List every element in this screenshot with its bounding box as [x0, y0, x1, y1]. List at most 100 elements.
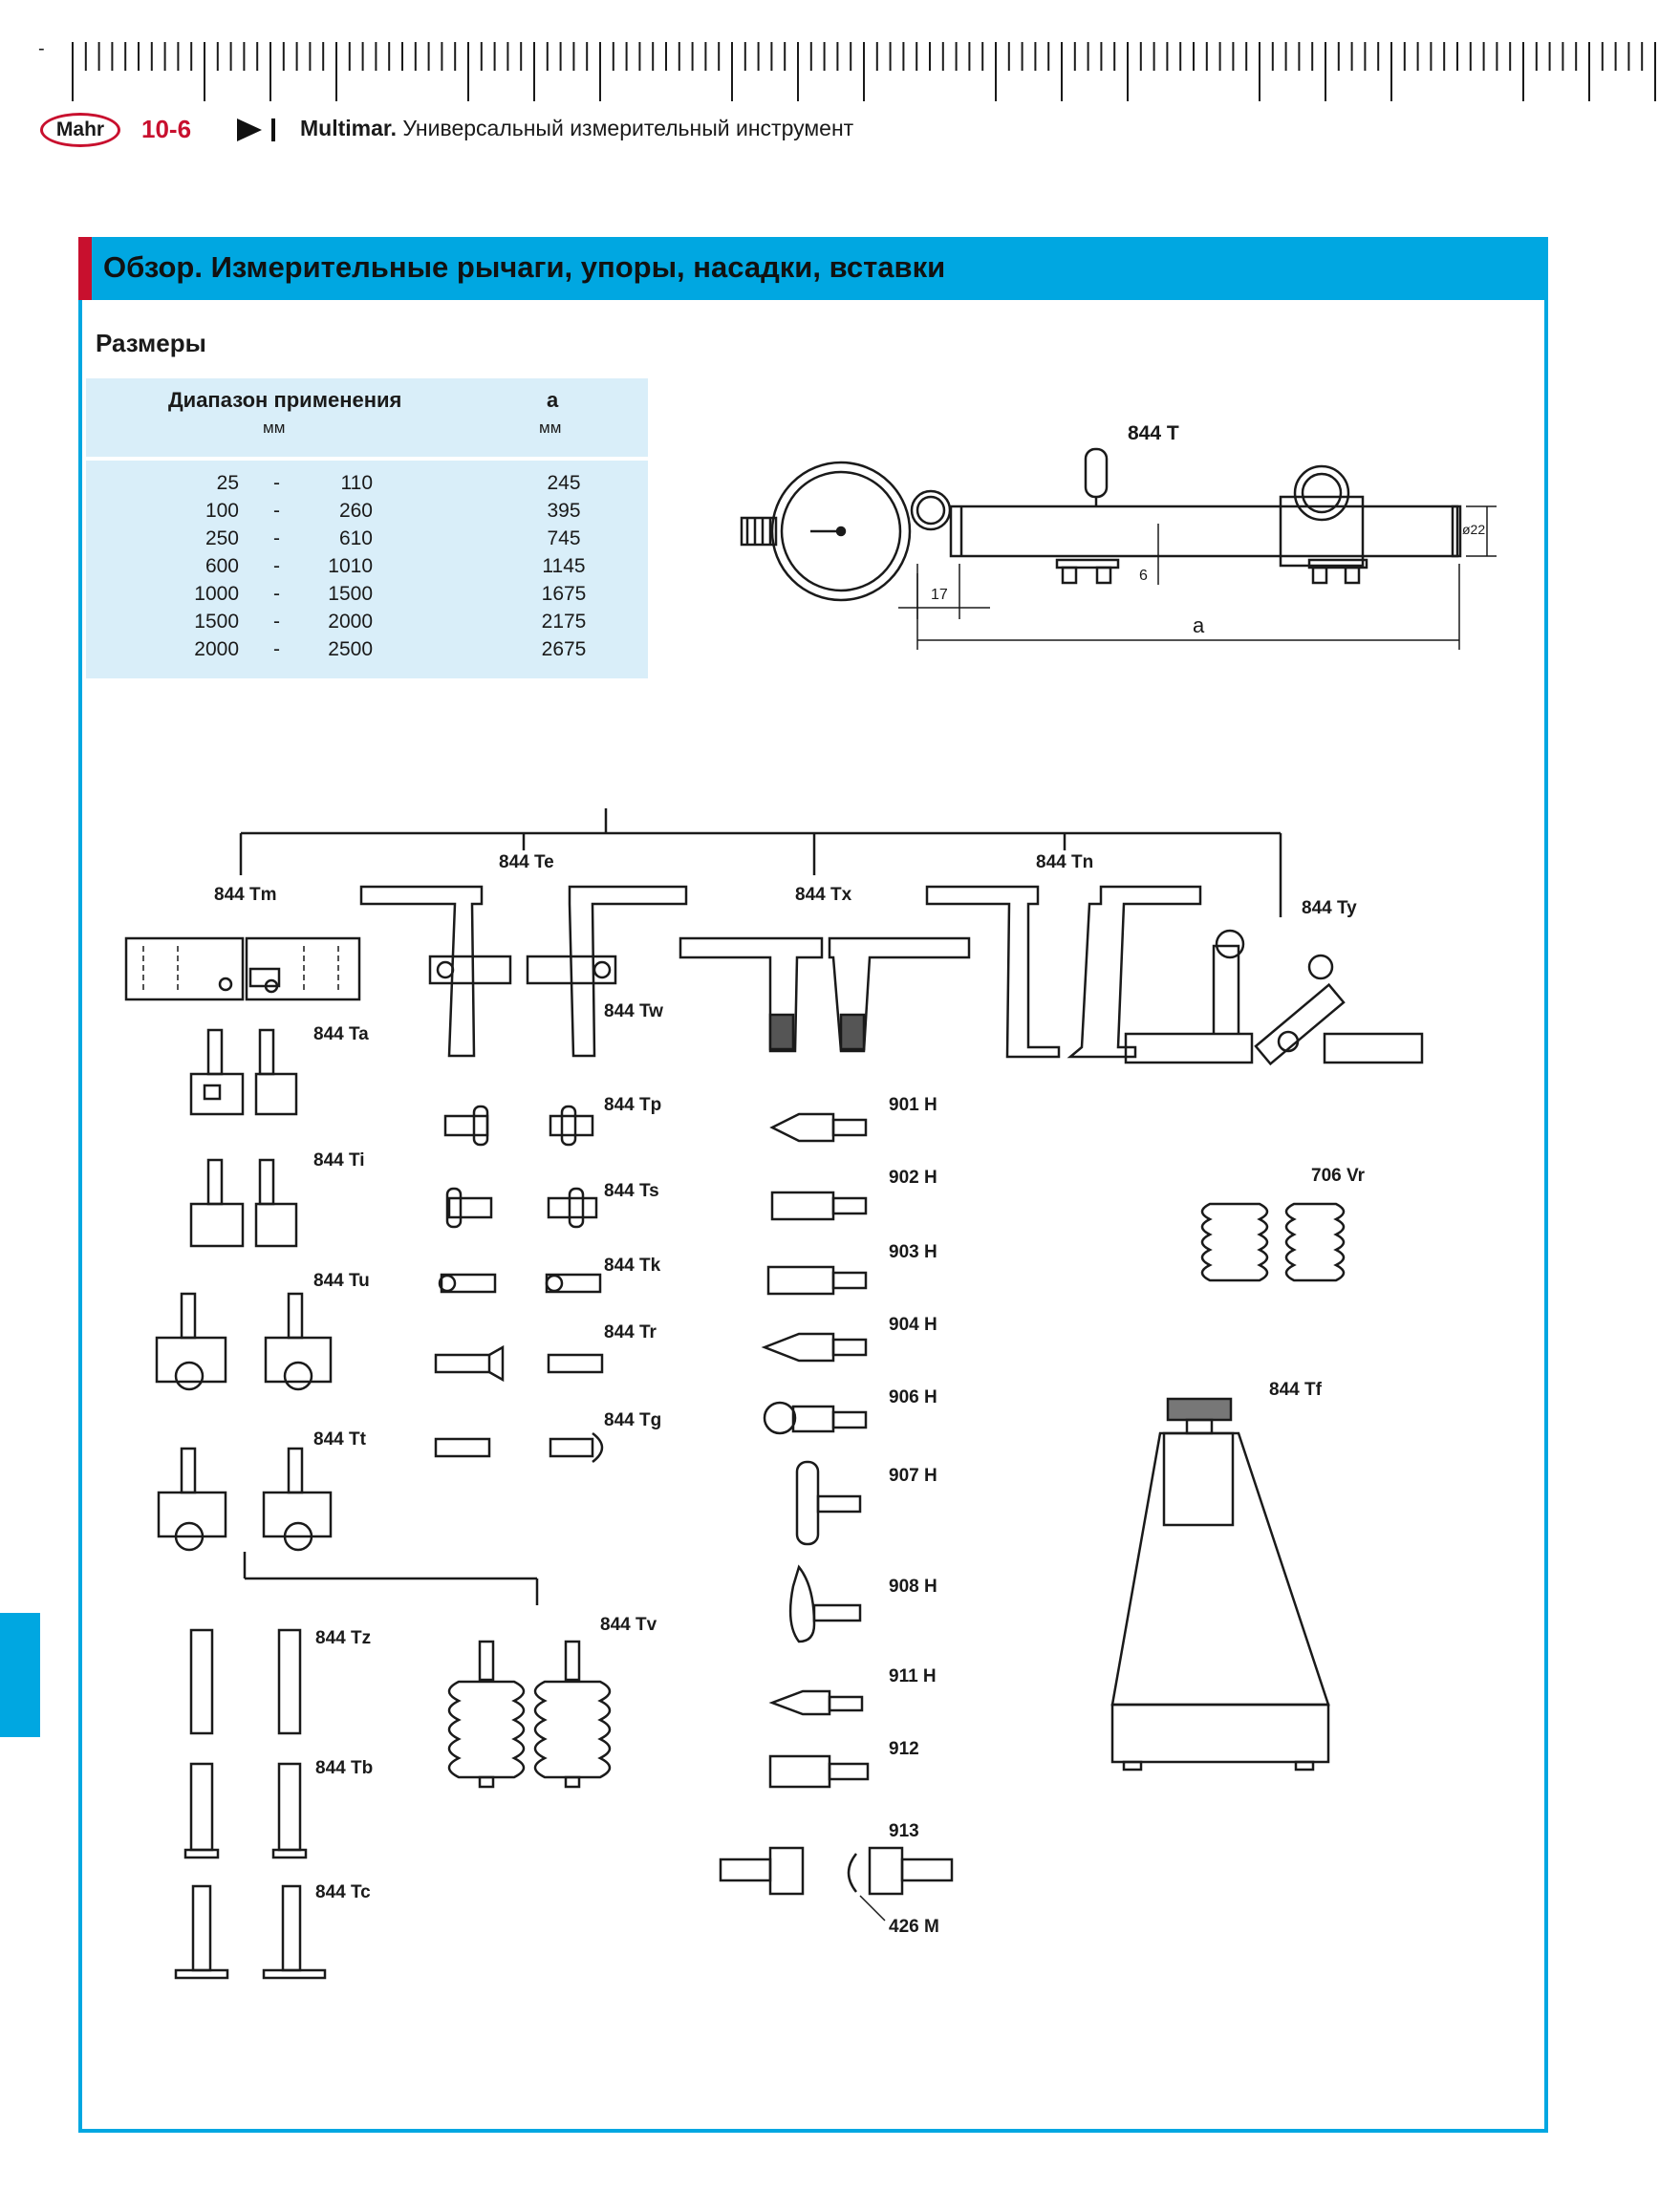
844tm-drawing — [124, 936, 361, 1001]
label-911h: 911 H — [889, 1666, 937, 1686]
label-844ts: 844 Ts — [604, 1181, 659, 1201]
844ty-drawing — [1124, 929, 1424, 1066]
table-row: 250 - 610 745 — [86, 527, 648, 555]
header-ruler — [72, 42, 1656, 101]
label-903h: 903 H — [889, 1242, 937, 1262]
cell-a: 395 — [547, 500, 581, 522]
844tv-drawing — [447, 1640, 612, 1789]
label-844te: 844 Te — [499, 852, 554, 872]
844tz-tb-tc-drawings — [174, 1628, 327, 1980]
844tn-drawing — [925, 885, 1202, 1059]
inserts-col2 — [434, 1105, 604, 1463]
arrow-right-icon — [237, 118, 262, 141]
table-row: 25 - 110 245 — [86, 472, 648, 500]
label-901h: 901 H — [889, 1095, 937, 1115]
cell-to: 1010 — [328, 555, 373, 577]
label-913: 913 — [889, 1821, 919, 1841]
table-row: 600 - 1010 1145 — [86, 555, 648, 583]
header-brand: Multimar. — [300, 116, 397, 140]
844te-drawing — [359, 885, 688, 1058]
label-844ty: 844 Ty — [1302, 898, 1357, 918]
706vr-drawing — [1200, 1202, 1346, 1282]
col-range-header: Диапазон применения — [168, 388, 402, 412]
label-844ta: 844 Ta — [313, 1024, 369, 1044]
cell-to: 2500 — [328, 638, 373, 660]
section-banner — [78, 237, 1548, 300]
cell-from: 250 — [205, 527, 239, 549]
col-a-unit: мм — [539, 419, 562, 437]
label-844tf: 844 Tf — [1269, 1380, 1322, 1400]
tree-connector — [239, 808, 1282, 917]
h-series-inserts — [719, 1112, 954, 1922]
cell-a: 2675 — [541, 638, 587, 660]
dimensions-table — [86, 378, 648, 678]
label-844tp: 844 Tp — [604, 1095, 662, 1115]
side-tab — [0, 1613, 40, 1737]
844tu-tt-drawings — [155, 1292, 539, 1605]
844ta-ti-drawings — [189, 1028, 298, 1248]
cell-from: 100 — [205, 500, 239, 522]
label-706vr: 706 Vr — [1311, 1166, 1365, 1186]
cell-from: 1500 — [194, 611, 239, 633]
label-844t: 844 T — [1128, 422, 1179, 444]
cell-from: 25 — [216, 472, 239, 494]
header-divider — [271, 118, 275, 141]
cell-sep: - — [273, 500, 280, 522]
col-range-unit: мм — [263, 419, 286, 437]
header-title: Multimar. Универсальный измерительный ин… — [300, 116, 853, 141]
label-906h: 906 H — [889, 1387, 937, 1407]
cell-from: 1000 — [194, 583, 239, 605]
label-844tk: 844 Tk — [604, 1256, 661, 1276]
page-number: 10-6 — [141, 115, 192, 143]
dim-6: 6 — [1139, 568, 1148, 584]
label-844tb: 844 Tb — [315, 1758, 374, 1778]
label-844tc: 844 Tc — [315, 1882, 371, 1902]
banner-red-accent — [78, 237, 92, 300]
dim-a: a — [1193, 613, 1205, 637]
label-844tr: 844 Tr — [604, 1322, 657, 1342]
cell-a: 2175 — [541, 611, 587, 633]
label-844ti: 844 Ti — [313, 1150, 365, 1170]
dim-17: 17 — [931, 587, 948, 603]
label-907h: 907 H — [889, 1466, 937, 1486]
table-separator — [86, 457, 648, 461]
label-426m: 426 M — [889, 1917, 939, 1937]
label-908h: 908 H — [889, 1577, 937, 1597]
cell-a: 245 — [547, 472, 581, 494]
label-904h: 904 H — [889, 1315, 937, 1335]
dim-d22: ø22 — [1462, 522, 1486, 537]
cell-to: 1500 — [328, 583, 373, 605]
multimar-844t-drawing — [740, 447, 1497, 650]
cell-to: 610 — [338, 527, 373, 549]
cell-a: 1675 — [541, 583, 587, 605]
table-row: 100 - 260 395 — [86, 500, 648, 527]
label-844tz: 844 Tz — [315, 1628, 372, 1648]
label-902h: 902 H — [889, 1168, 937, 1188]
label-844tv: 844 Tv — [600, 1615, 657, 1635]
label-912: 912 — [889, 1739, 919, 1759]
cell-to: 110 — [340, 472, 373, 494]
header-dash: - — [38, 38, 45, 59]
section-title: Обзор. Измерительные рычаги, упоры, наса… — [103, 250, 946, 284]
cell-a: 745 — [547, 527, 581, 549]
mahr-logo: Mahr — [40, 113, 120, 147]
label-844tx: 844 Tx — [795, 885, 852, 905]
cell-from: 600 — [205, 555, 239, 577]
dimensions-heading: Размеры — [96, 329, 206, 357]
cell-a: 1145 — [542, 555, 586, 577]
cell-sep: - — [273, 527, 280, 549]
label-844tm: 844 Tm — [214, 885, 277, 905]
cell-sep: - — [273, 583, 280, 605]
cell-to: 260 — [338, 500, 373, 522]
844tx-drawing — [679, 936, 971, 1053]
cell-sep: - — [273, 555, 280, 577]
label-844tt: 844 Tt — [313, 1429, 366, 1450]
header-title-text: Универсальный измерительный инструмент — [402, 116, 854, 140]
cell-sep: - — [273, 472, 280, 494]
label-844tu: 844 Tu — [313, 1271, 370, 1291]
screw-pair — [1055, 558, 1368, 585]
label-844tn: 844 Tn — [1036, 852, 1094, 872]
